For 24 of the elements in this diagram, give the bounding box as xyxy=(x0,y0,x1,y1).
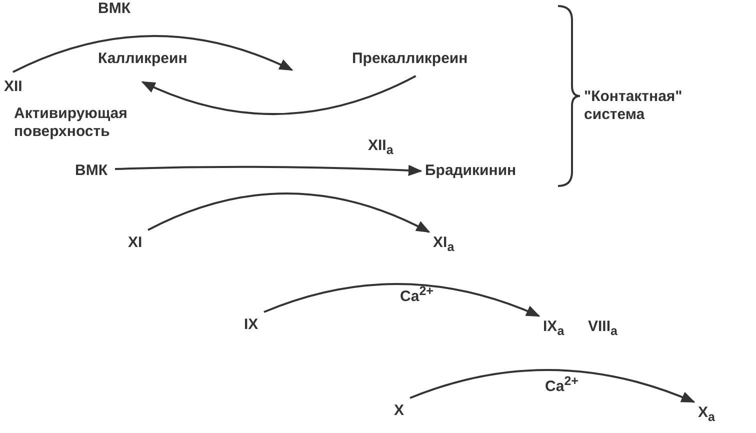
factor-text: Брадикинин xyxy=(425,162,516,180)
factor-text: XII xyxy=(4,78,22,96)
ion-label: Ca$^{2+}$ xyxy=(545,373,578,396)
curved-arrow xyxy=(141,75,416,115)
factor-text: IX$_{a}$ xyxy=(543,318,564,340)
factor-text: X xyxy=(394,402,404,420)
group-label: "Контактная" система xyxy=(584,88,684,124)
curved-arrow xyxy=(114,164,422,176)
factor-label: XII$_{a}$ xyxy=(368,137,394,159)
catalyst-label: ВМК xyxy=(98,0,130,18)
factor-text: X$_{a}$ xyxy=(698,404,715,426)
factor-text: IX xyxy=(244,316,258,334)
curved-arrow xyxy=(264,283,540,317)
factor-text: XI$_{a}$ xyxy=(433,234,454,256)
curved-arrow xyxy=(12,35,294,73)
surface-label: Активирующая поверхность xyxy=(14,105,128,141)
ion-label: Ca$^{2+}$ xyxy=(400,283,434,306)
curved-arrow xyxy=(410,369,696,403)
factor-text: Калликреин xyxy=(98,50,188,68)
factor-text: ВМК xyxy=(75,162,108,180)
curved-arrow xyxy=(148,192,430,233)
factor-text: Прекалликреин xyxy=(352,50,468,68)
cofactor-label: VIII$_{a}$ xyxy=(588,318,618,340)
factor-text: XI xyxy=(128,234,142,252)
